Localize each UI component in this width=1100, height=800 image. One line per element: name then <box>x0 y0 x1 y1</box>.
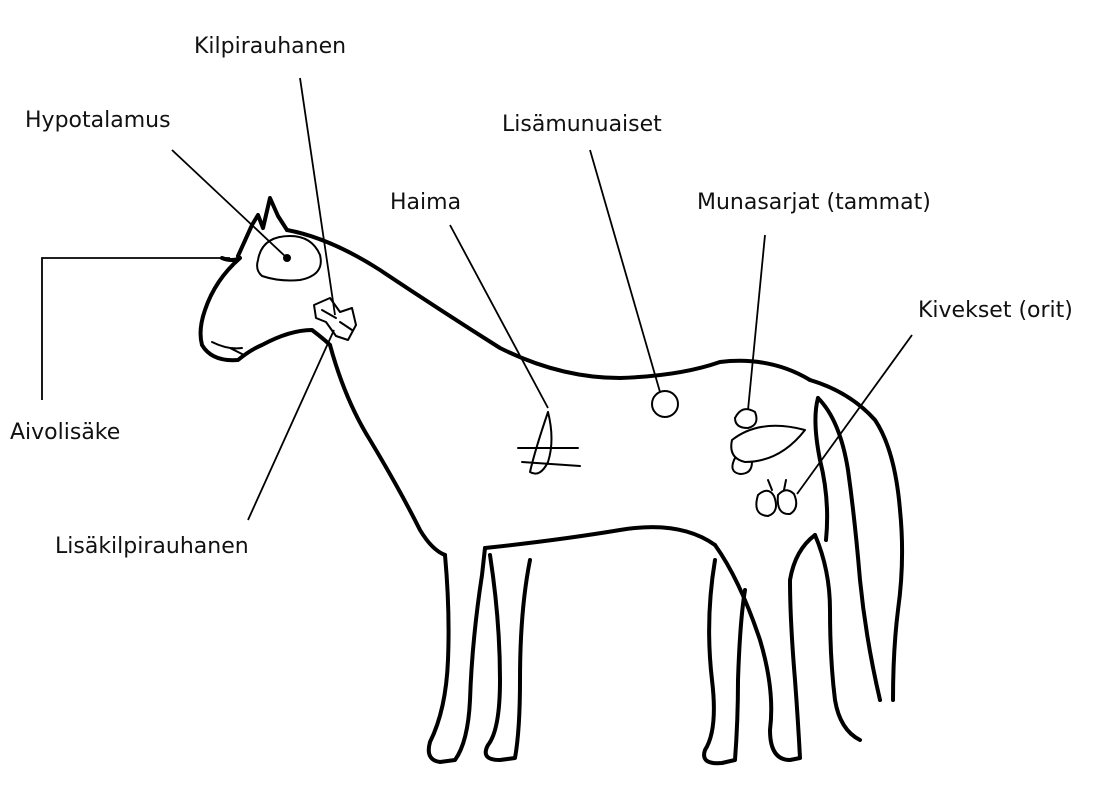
leader-haima <box>450 225 548 408</box>
label-lisamunuaiset: Lisämunuaiset <box>502 114 662 136</box>
horse-tail-inner <box>815 398 827 540</box>
label-munasarjat: Munasarjat (tammat) <box>697 192 931 214</box>
thyroid-icon <box>314 298 356 340</box>
horse-outline <box>201 198 903 763</box>
horse-front-leg-1 <box>429 548 485 762</box>
label-kilpirauhanen: Kilpirauhanen <box>194 36 346 58</box>
leader-munasarjat <box>748 235 765 410</box>
horse-back <box>287 230 810 380</box>
horse-hind-leg-1 <box>715 535 815 760</box>
label-lisakilpirauhanen: Lisäkilpirauhanen <box>55 536 249 558</box>
label-hypotalamus: Hypotalamus <box>25 110 171 132</box>
horse-chest <box>330 345 445 555</box>
horse-tail <box>810 380 902 700</box>
horse-mouth <box>212 342 244 355</box>
horse-hind-rear <box>815 535 860 740</box>
ovary-icon <box>731 409 805 474</box>
testes-icon <box>756 480 796 516</box>
horse-belly <box>485 527 715 548</box>
leader-lisakilpirauhanen <box>248 330 334 520</box>
leader-lisamunuaiset <box>590 150 660 392</box>
horse-front-leg-2 <box>486 555 530 760</box>
adrenal-icon <box>652 391 678 417</box>
label-haima: Haima <box>390 192 461 214</box>
label-aivolisake: Aivolisäke <box>10 422 120 444</box>
label-kivekset: Kivekset (orit) <box>918 300 1073 322</box>
leader-lines <box>42 78 912 520</box>
pancreas-icon <box>518 412 580 474</box>
